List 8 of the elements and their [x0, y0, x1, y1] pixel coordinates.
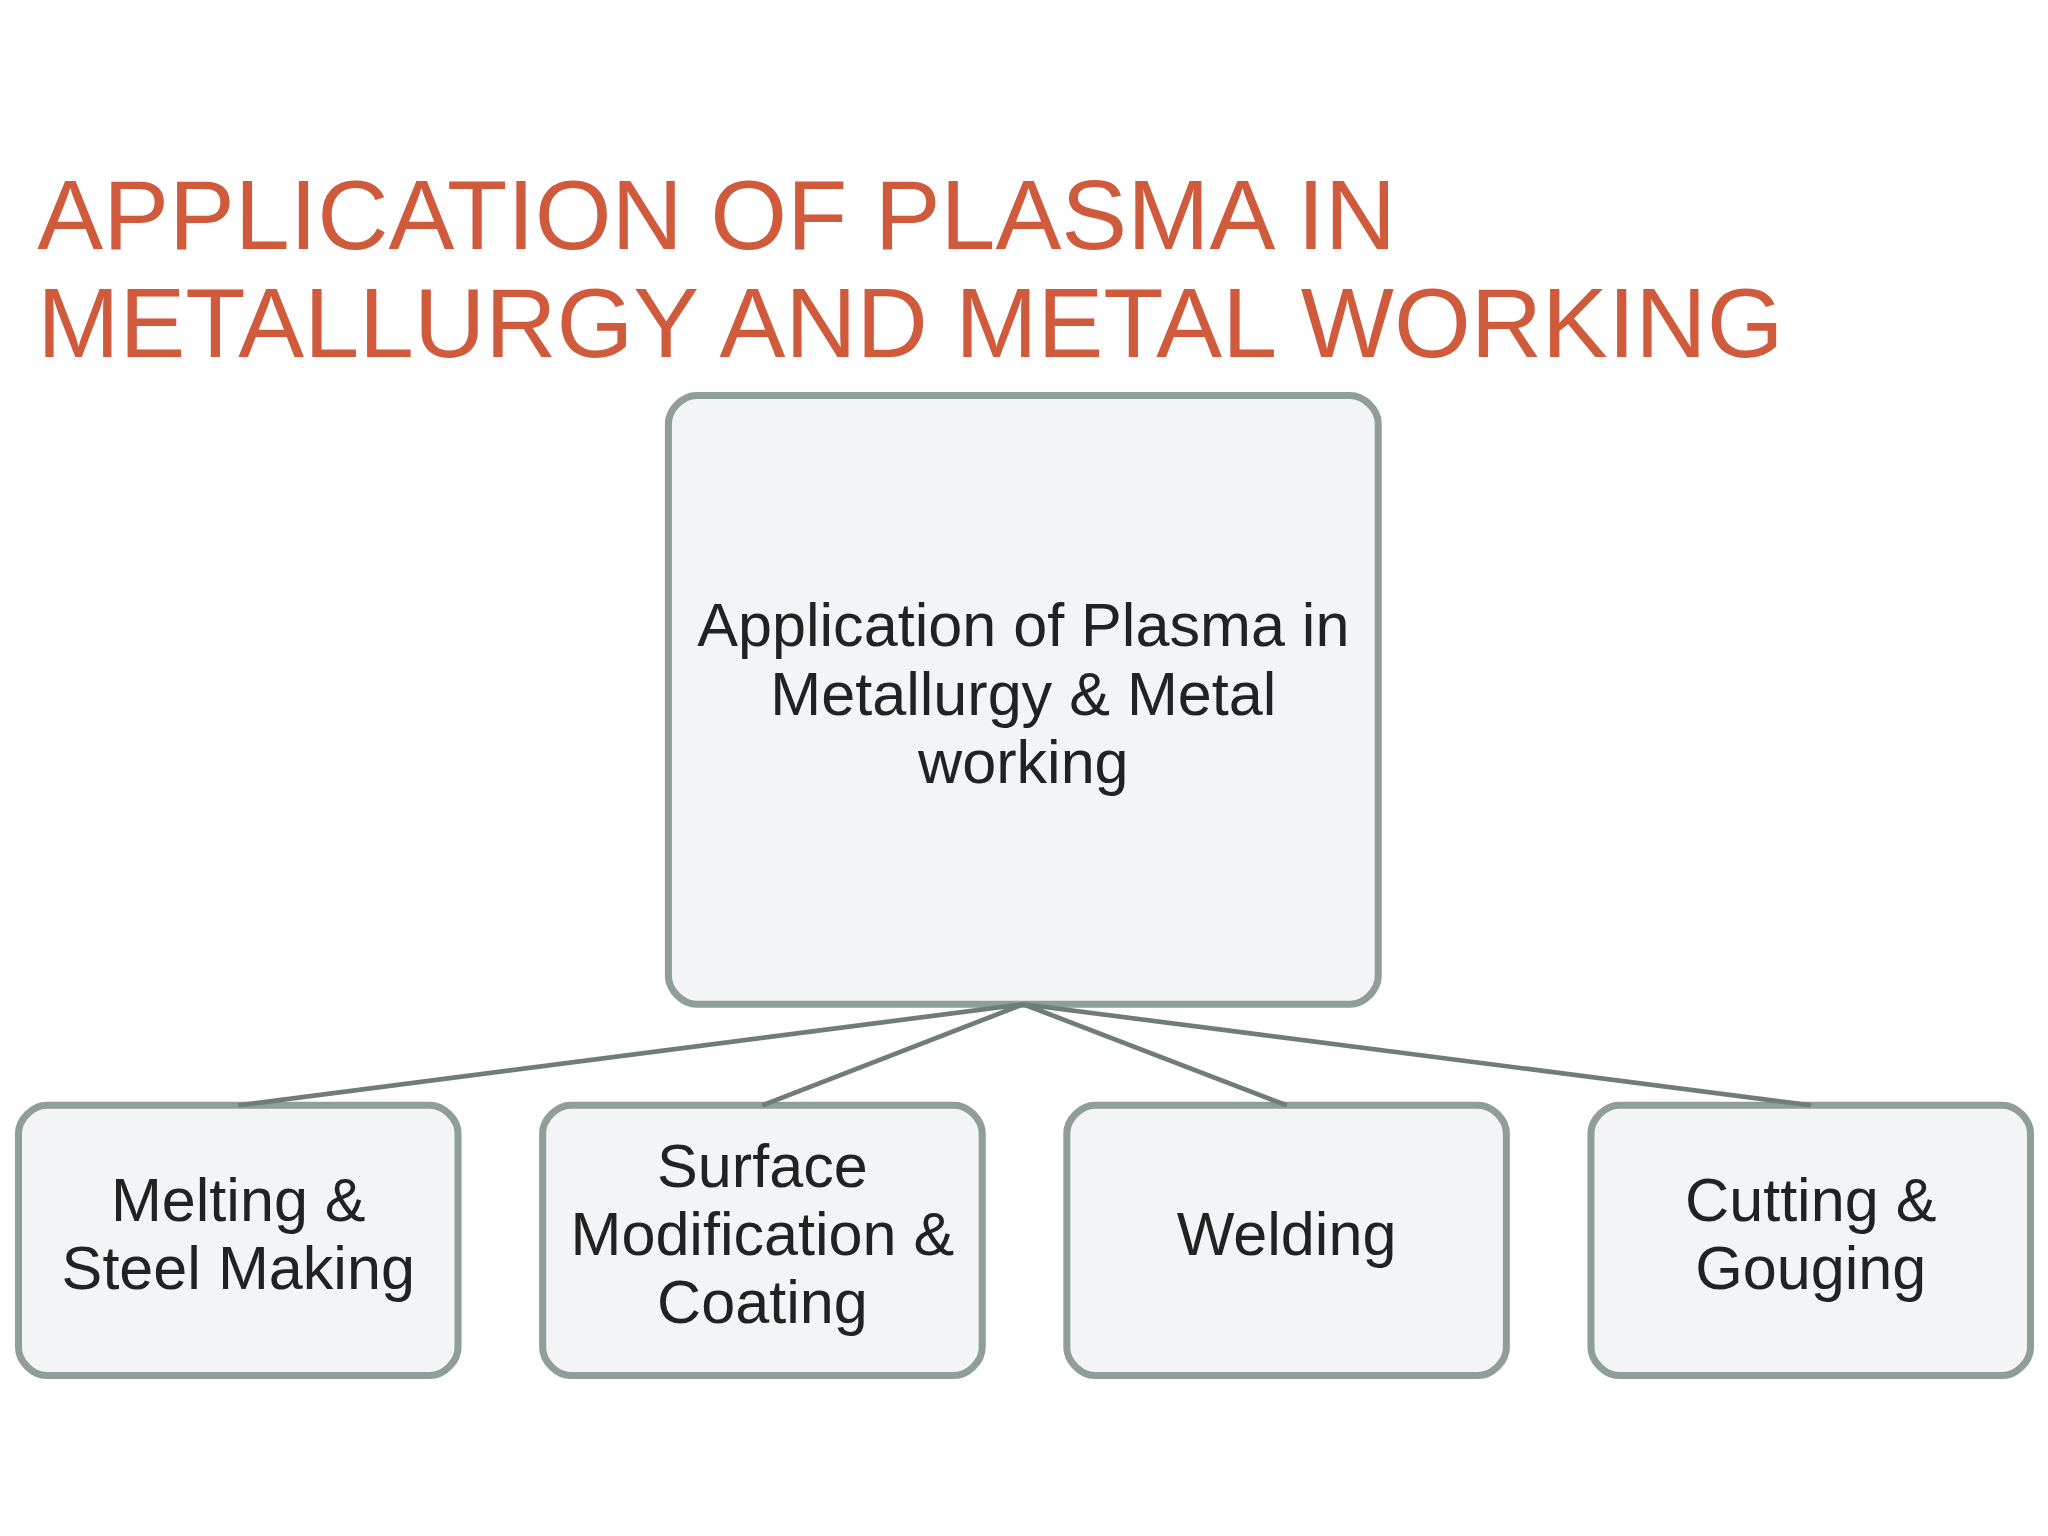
node-box: Welding: [1062, 1101, 1510, 1380]
diagram-title: APPLICATION OF PLASMA IN METALLURGY AND METAL WORKING: [36, 159, 1783, 378]
node-box: Application of Plasma in Metallurgy & Metal working: [664, 391, 1382, 1008]
node-box: Melting & Steel Making: [14, 1101, 462, 1380]
connector: [237, 1001, 1024, 1108]
connector: [1022, 1001, 1811, 1108]
node-box: Cutting & Gouging: [1586, 1101, 2034, 1380]
node-box: Surface Modification & Coating: [538, 1101, 986, 1380]
